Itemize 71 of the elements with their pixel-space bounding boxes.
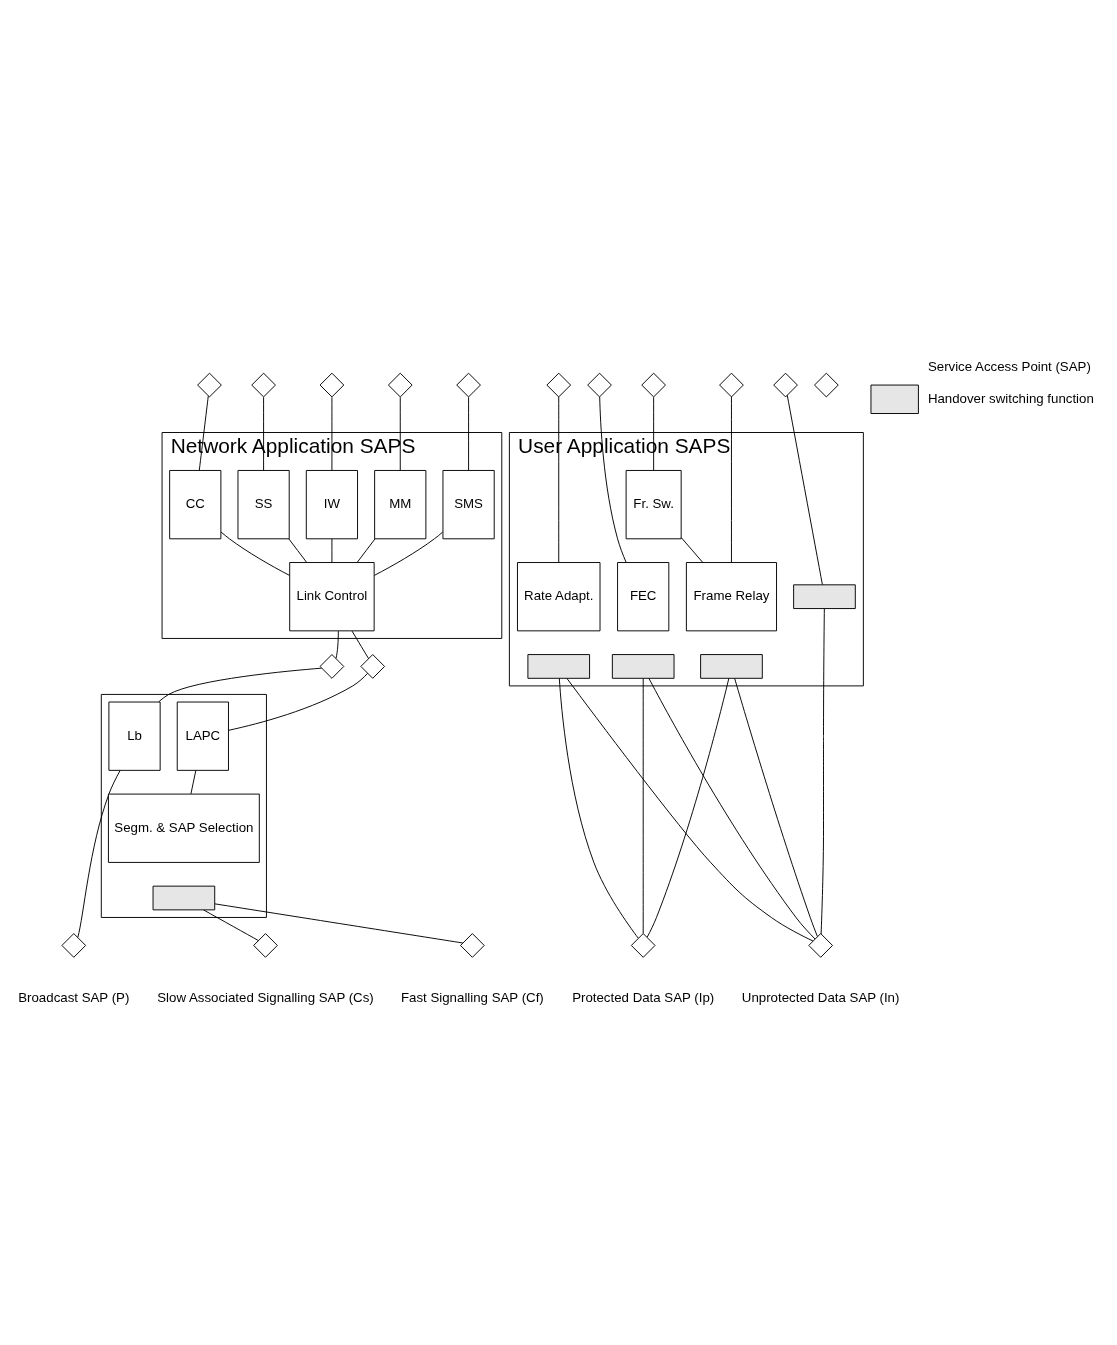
node-box <box>611 654 675 679</box>
node-diamond <box>251 372 276 398</box>
node-box: MM <box>374 470 427 540</box>
node-label: Slow Associated Signalling SAP (Cs) <box>157 989 374 1005</box>
node-diamond <box>460 933 485 958</box>
connector <box>731 396 732 563</box>
node-box <box>152 885 216 911</box>
node-diamond <box>456 372 481 398</box>
node-box: Link Control <box>289 562 375 632</box>
node-box <box>527 654 591 679</box>
connector <box>786 394 823 586</box>
connector <box>642 678 644 934</box>
node-label: Fast Signalling SAP (Cf) <box>400 989 544 1005</box>
node-diamond <box>719 372 744 398</box>
legend-label: Service Access Point (SAP) <box>927 358 1091 374</box>
connector <box>356 538 376 563</box>
node-diamond <box>319 654 345 679</box>
connector <box>228 672 369 731</box>
connector <box>734 677 818 937</box>
connector <box>373 531 444 576</box>
node-diamond <box>360 654 386 679</box>
node-box: SS <box>237 470 290 540</box>
connector <box>566 677 814 942</box>
node-diamond <box>387 372 413 398</box>
connector <box>646 677 730 938</box>
connector <box>214 903 464 944</box>
legend-label: Handover switching function <box>927 390 1094 406</box>
node-diamond <box>630 933 656 958</box>
connector <box>198 395 209 471</box>
connector <box>820 608 825 935</box>
connector <box>288 538 308 563</box>
node-box: CC <box>169 470 222 540</box>
node-box <box>700 654 763 679</box>
node-label: Broadcast SAP (P) <box>18 989 130 1005</box>
node-label: Unprotected Data SAP (In) <box>741 989 900 1005</box>
node-diamond <box>808 933 833 958</box>
node-diamond <box>773 372 798 398</box>
connector <box>351 630 370 660</box>
node-diamond <box>319 372 345 398</box>
connector <box>220 531 290 576</box>
connector <box>335 630 339 659</box>
connector <box>158 667 322 703</box>
connector <box>77 769 121 938</box>
node-box: Frame Relay <box>685 562 777 632</box>
node-box: FEC <box>617 562 670 632</box>
node-diamond <box>253 933 278 958</box>
node-box: SMS <box>442 470 495 540</box>
connector <box>558 396 560 563</box>
node-diamond <box>641 372 666 398</box>
cluster <box>100 693 267 918</box>
node-box: Rate Adapt. <box>517 562 601 632</box>
node-diamond <box>587 372 612 398</box>
connector <box>648 677 816 940</box>
connector <box>680 537 704 563</box>
node-diamond <box>546 372 572 398</box>
node-box: Lb <box>108 701 161 771</box>
node-box: LAPC <box>176 701 229 771</box>
node-box: IW <box>305 470 359 540</box>
connector <box>558 677 639 939</box>
connector <box>599 396 627 563</box>
node-label: Protected Data SAP (Ip) <box>572 989 715 1005</box>
node-diamond <box>61 933 87 958</box>
node-box: Fr. Sw. <box>625 470 682 540</box>
node-diamond <box>197 372 222 398</box>
connector <box>190 769 197 795</box>
node-diamond <box>814 372 839 398</box>
node-box <box>793 584 856 610</box>
node-box: Segm. & SAP Selection <box>107 793 260 863</box>
connector <box>468 396 470 471</box>
connector <box>331 538 333 563</box>
connector <box>203 909 259 942</box>
